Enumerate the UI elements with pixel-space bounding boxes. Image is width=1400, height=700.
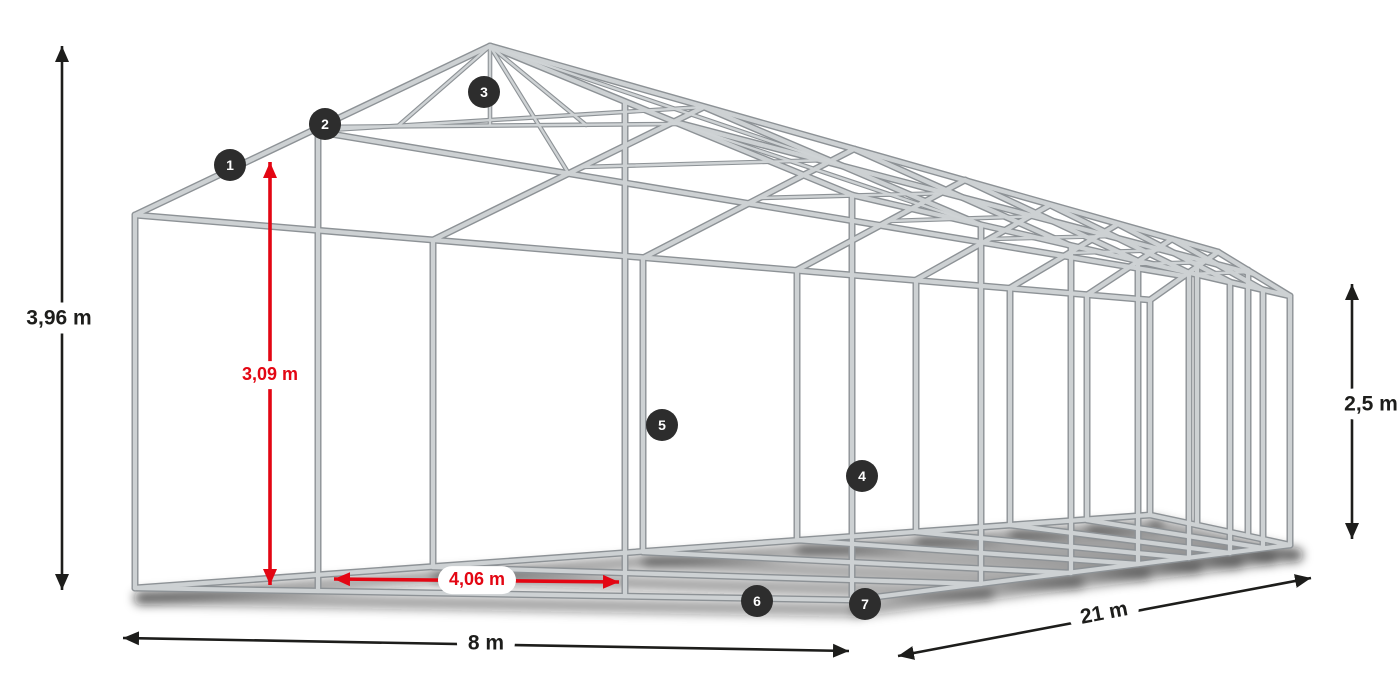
marker-badge-5: 5 bbox=[646, 409, 678, 441]
ground-cross-beam-0-shadow bbox=[134, 591, 865, 617]
gable-tie bbox=[316, 122, 680, 129]
dim-label-total-height: 3,96 m bbox=[15, 302, 103, 334]
dim-label-width: 8 m bbox=[456, 627, 516, 659]
ground-cross-beam-5 bbox=[1007, 522, 1233, 556]
mid-purlin-left bbox=[310, 128, 1187, 279]
ground-rail-left bbox=[132, 512, 1153, 591]
gable-brace-right bbox=[488, 44, 588, 127]
gable-brace-left bbox=[396, 44, 492, 128]
roof-brace-left-2 bbox=[488, 44, 571, 176]
ground-cross-beam-6 bbox=[1084, 517, 1266, 551]
ground-cross-beam-2 bbox=[640, 549, 1074, 576]
roof-brace-right-1 bbox=[488, 44, 845, 168]
ground-cross-beam-4 bbox=[913, 529, 1192, 561]
mid-purlin-right bbox=[668, 118, 1257, 277]
ground-cross-beam-0 bbox=[132, 585, 855, 603]
marker-badge-1: 1 bbox=[214, 149, 246, 181]
ridge-beam bbox=[487, 43, 1221, 255]
marker-badge-4: 4 bbox=[846, 460, 878, 492]
marker-badge-2: 2 bbox=[309, 108, 341, 140]
ground-cross-beam-7 bbox=[1147, 512, 1293, 548]
marker-badge-3: 3 bbox=[468, 76, 500, 108]
tent-frame-tubes bbox=[132, 43, 1293, 603]
eave-purlin-right bbox=[849, 192, 1293, 299]
marker-badge-6: 6 bbox=[741, 585, 773, 617]
marker-badge-7: 7 bbox=[849, 588, 881, 620]
dim-label-side-height: 2,5 m bbox=[1338, 388, 1400, 420]
ground-cross-beam-1 bbox=[430, 564, 984, 587]
dim-label-inner-height: 3,09 m bbox=[230, 361, 310, 389]
eave-purlin-left bbox=[132, 212, 1153, 303]
dim-label-entrance-width: 4,06 m bbox=[437, 566, 517, 594]
roof-brace-right-2 bbox=[669, 119, 983, 227]
